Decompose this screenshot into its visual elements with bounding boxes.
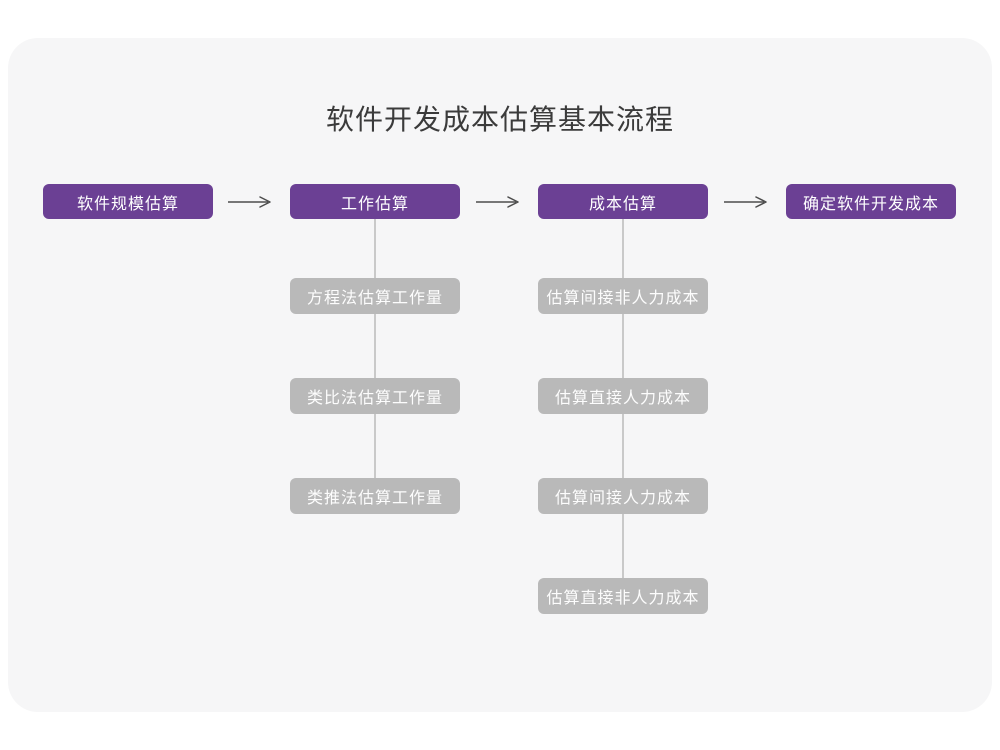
diagram-card: 软件开发成本估算基本流程 软件规模估算 工作估算 成本估算 <box>8 38 992 712</box>
sub-node-indirect-labor-cost: 估算间接人力成本 <box>538 478 708 514</box>
connector-line-work <box>374 219 376 482</box>
flow-node-cost-estimation: 成本估算 <box>538 184 708 219</box>
sub-node-equation-method: 方程法估算工作量 <box>290 278 460 314</box>
sub-node-direct-labor-cost: 估算直接人力成本 <box>538 378 708 414</box>
arrow-right-icon <box>474 195 522 209</box>
sub-node-analogy-method: 类比法估算工作量 <box>290 378 460 414</box>
sub-node-indirect-nonlabor-cost: 估算间接非人力成本 <box>538 278 708 314</box>
diagram-title: 软件开发成本估算基本流程 <box>325 104 674 135</box>
flow-node-determine-cost: 确定软件开发成本 <box>786 184 956 219</box>
flow-node-scale-estimation: 软件规模估算 <box>43 184 213 219</box>
sub-node-extrapolation-method: 类推法估算工作量 <box>290 478 460 514</box>
arrow-right-icon <box>226 195 274 209</box>
sub-node-direct-nonlabor-cost: 估算直接非人力成本 <box>538 578 708 614</box>
arrow-right-icon <box>722 195 770 209</box>
flow-node-work-estimation: 工作估算 <box>290 184 460 219</box>
